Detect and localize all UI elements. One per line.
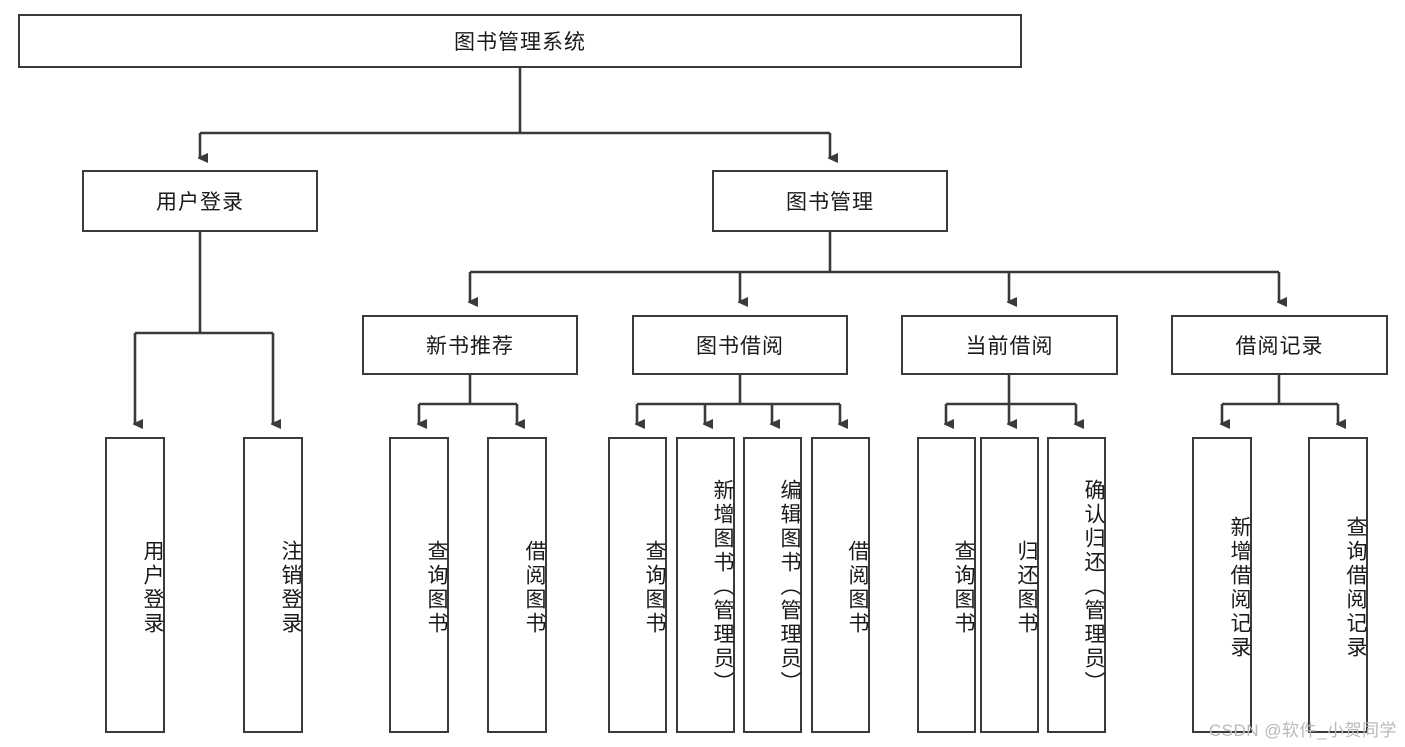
node-label: 查询图书 <box>952 540 975 636</box>
node-root-system[interactable]: 图书管理系统 <box>18 14 1022 68</box>
node-label: 用户登录 <box>141 540 164 636</box>
node-current-borrowing[interactable]: 当前借阅 <box>901 315 1118 375</box>
node-label: 新增借阅记录 <box>1228 516 1251 660</box>
leaf-return-book[interactable]: 归还图书 <box>980 437 1039 733</box>
node-book-borrowing[interactable]: 图书借阅 <box>632 315 848 375</box>
node-label: 图书管理 <box>786 191 874 214</box>
node-label: 借阅图书 <box>846 540 869 636</box>
node-label: 图书管理系统 <box>454 31 586 54</box>
node-label: 借阅图书 <box>523 540 546 636</box>
leaf-query-book-current[interactable]: 查询图书 <box>917 437 976 733</box>
node-label: 新书推荐 <box>426 335 514 358</box>
leaf-add-borrow-record[interactable]: 新增借阅记录 <box>1192 437 1252 733</box>
leaf-logout[interactable]: 注销登录 <box>243 437 303 733</box>
leaf-user-login[interactable]: 用户登录 <box>105 437 165 733</box>
node-label: 查询图书 <box>425 540 448 636</box>
node-user-login[interactable]: 用户登录 <box>82 170 318 232</box>
leaf-borrow-book[interactable]: 借阅图书 <box>811 437 870 733</box>
node-label: 编辑图书（管理员） <box>778 479 801 695</box>
node-label: 查询图书 <box>643 540 666 636</box>
node-book-management[interactable]: 图书管理 <box>712 170 948 232</box>
node-label: 图书借阅 <box>696 335 784 358</box>
watermark-text: CSDN @软件_小贺同学 <box>1208 721 1397 740</box>
leaf-query-borrow-record[interactable]: 查询借阅记录 <box>1308 437 1368 733</box>
node-label: 当前借阅 <box>965 335 1054 358</box>
node-label: 确认归还（管理员） <box>1082 479 1105 695</box>
node-new-book-recommendation[interactable]: 新书推荐 <box>362 315 578 375</box>
leaf-confirm-return-admin[interactable]: 确认归还（管理员） <box>1047 437 1106 733</box>
node-label: 新增图书（管理员） <box>711 479 734 695</box>
leaf-edit-book-admin[interactable]: 编辑图书（管理员） <box>743 437 802 733</box>
node-label: 借阅记录 <box>1235 335 1324 358</box>
node-label: 用户登录 <box>156 191 244 214</box>
leaf-borrow-book-recommend[interactable]: 借阅图书 <box>487 437 547 733</box>
node-label: 归还图书 <box>1015 540 1038 636</box>
leaf-add-book-admin[interactable]: 新增图书（管理员） <box>676 437 735 733</box>
leaf-query-book-borrow[interactable]: 查询图书 <box>608 437 667 733</box>
leaf-query-book-recommend[interactable]: 查询图书 <box>389 437 449 733</box>
node-borrowing-records[interactable]: 借阅记录 <box>1171 315 1388 375</box>
node-label: 注销登录 <box>279 540 302 636</box>
node-label: 查询借阅记录 <box>1344 516 1367 660</box>
